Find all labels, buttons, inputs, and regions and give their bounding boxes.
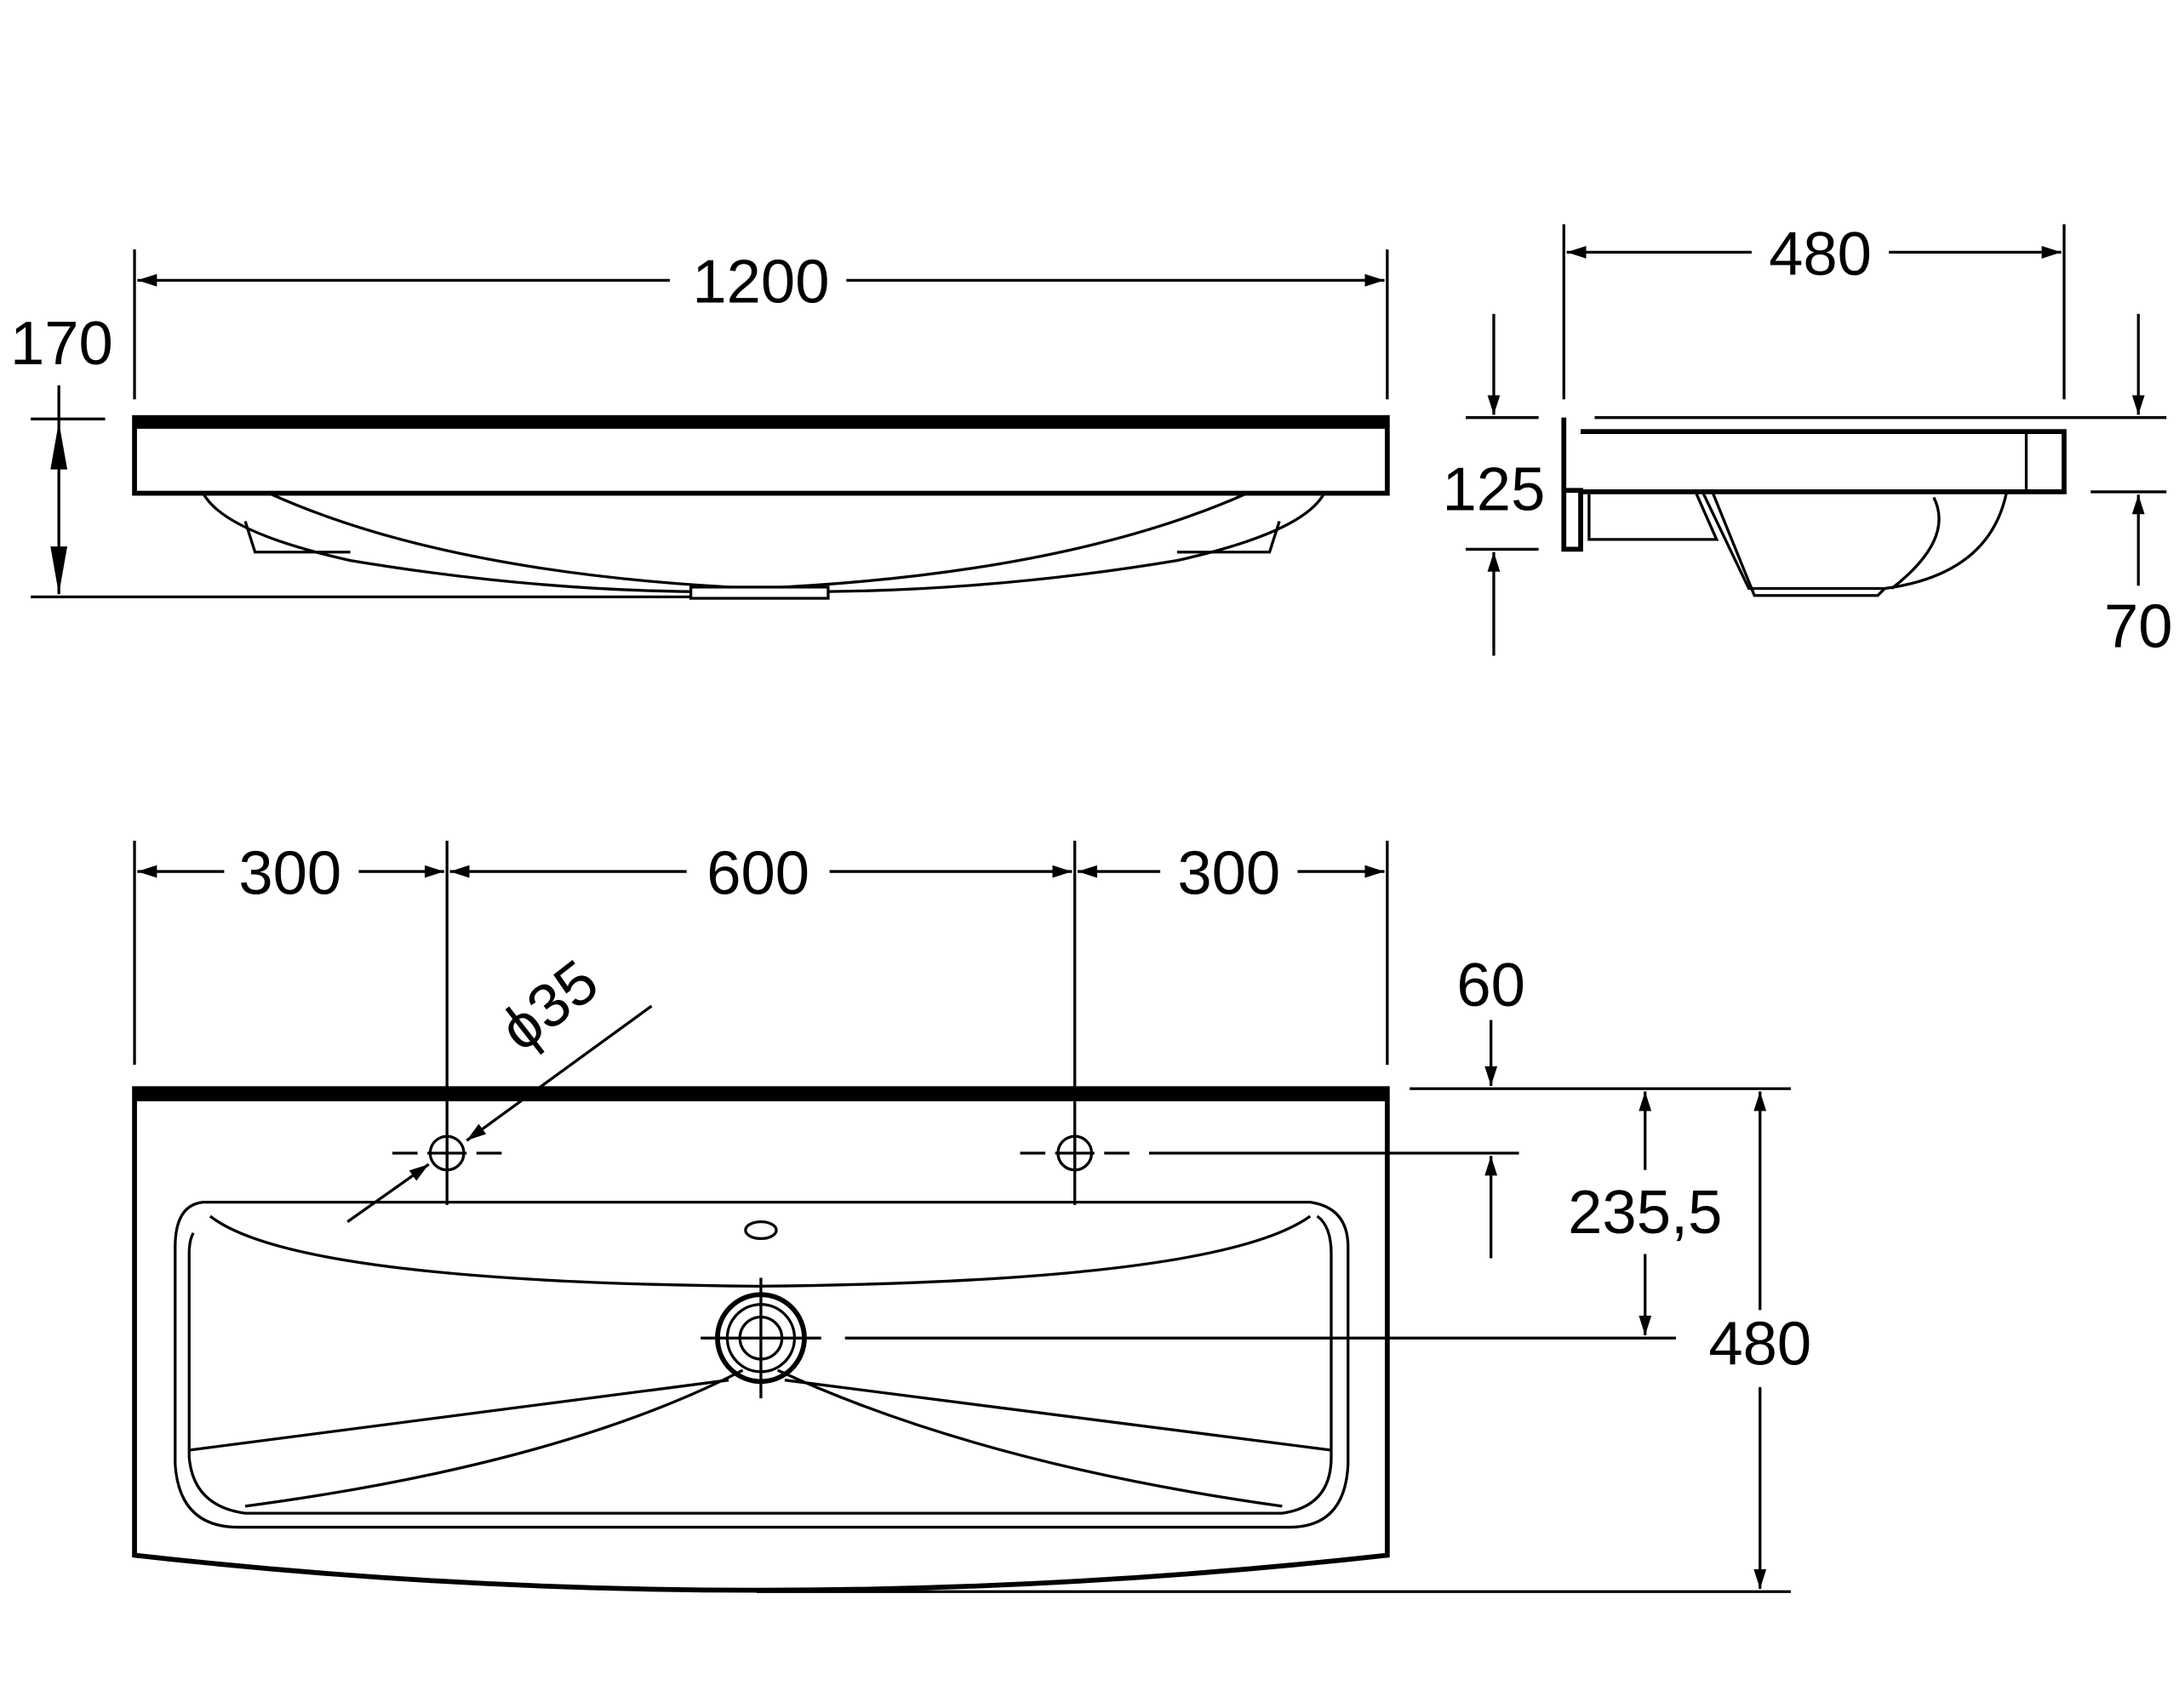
tap-spacing-dimension-600: 600 bbox=[706, 838, 809, 907]
top-depth-dimension-480: 480 bbox=[1708, 1310, 1811, 1379]
drain-distance-dimension-235-5: 235,5 bbox=[1568, 1178, 1722, 1247]
width-dimension-1200: 1200 bbox=[692, 248, 829, 317]
right-offset-dimension-300: 300 bbox=[1177, 838, 1280, 907]
rim-height-dimension-125: 125 bbox=[1443, 454, 1546, 523]
tap-hole-left bbox=[392, 1133, 502, 1174]
front-view: 1200 170 bbox=[10, 248, 1390, 600]
bowl-offset-dimension-70: 70 bbox=[2104, 592, 2173, 661]
tap-hole-right bbox=[1020, 1133, 1519, 1174]
top-view: 300 600 300 ϕ35 bbox=[132, 838, 1811, 1593]
drain bbox=[701, 1277, 1676, 1399]
back-edge-dimension-60: 60 bbox=[1456, 951, 1525, 1020]
left-offset-dimension-300: 300 bbox=[238, 838, 341, 907]
depth-dimension-480: 480 bbox=[1769, 220, 1872, 288]
side-view: 480 125 70 bbox=[1443, 220, 2173, 661]
hole-diameter-dimension: ϕ35 bbox=[487, 946, 610, 1064]
height-dimension-170: 170 bbox=[10, 309, 113, 378]
